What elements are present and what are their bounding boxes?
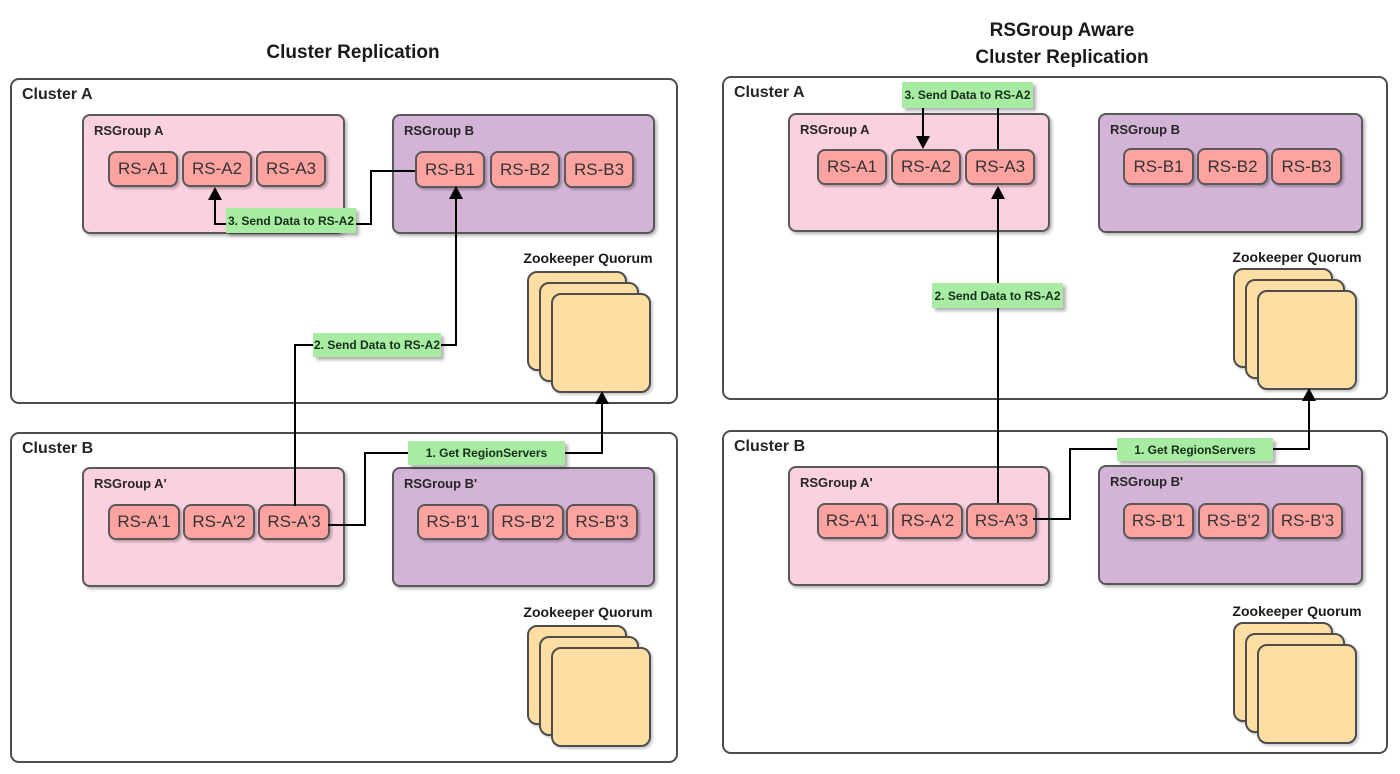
regionserver-box: RS-B1	[415, 151, 485, 188]
right-cluster-a-zookeeper-stack	[1233, 268, 1357, 390]
right-cluster-a-zookeeper-label: Zookeeper Quorum	[1232, 249, 1362, 265]
regionserver-box: RS-B2	[1197, 148, 1268, 185]
connector-line	[214, 223, 228, 225]
right-rsgroup-b-prime-label: RSGroup B'	[1110, 474, 1184, 489]
connector-line	[356, 223, 372, 225]
regionserver-box: RS-A3	[256, 151, 326, 187]
right-rsgroup-a-label: RSGroup A	[800, 122, 870, 137]
regionserver-box: RS-B2	[490, 151, 560, 188]
connector-line	[364, 452, 366, 526]
connector-line	[370, 170, 372, 225]
connector-line	[364, 452, 408, 454]
left-rsgroup-b-label: RSGroup B	[404, 123, 475, 138]
left-step2-label: 2. Send Data to RS-A2	[313, 333, 441, 357]
right-rsgroup-a-prime-label: RSGroup A'	[800, 475, 873, 490]
right-step2-label: 2. Send Data to RS-A2	[932, 283, 1063, 308]
connector-line	[1273, 448, 1310, 450]
left-rsgroup-a-prime-label: RSGroup A'	[94, 476, 167, 491]
regionserver-box: RS-B'3	[1272, 503, 1343, 539]
arrowhead-up-icon	[449, 186, 463, 199]
regionserver-box: RS-B'3	[566, 504, 638, 540]
right-step1-label: 1. Get RegionServers	[1117, 438, 1273, 461]
regionserver-box: RS-A1	[108, 151, 178, 187]
left-cluster-b-zookeeper-label: Zookeeper Quorum	[523, 604, 653, 620]
connector-line	[922, 108, 924, 138]
connector-line	[1033, 518, 1071, 520]
regionserver-box: RS-B1	[1123, 148, 1194, 185]
zookeeper-node-icon	[551, 293, 651, 393]
right-cluster-b-zookeeper-label: Zookeeper Quorum	[1232, 603, 1362, 619]
regionserver-box: RS-B3	[564, 151, 634, 188]
arrowhead-up-icon	[595, 391, 609, 404]
regionserver-box: RS-B'2	[492, 504, 564, 540]
right-cluster-a-label: Cluster A	[734, 84, 805, 101]
regionserver-box: RS-A'3	[258, 504, 330, 540]
regionserver-box: RS-B3	[1271, 148, 1342, 185]
right-rsgroup-b-label: RSGroup B	[1110, 122, 1181, 137]
connector-line	[328, 524, 366, 526]
regionserver-box: RS-B'1	[1123, 503, 1194, 539]
right-diagram-title-line2: Cluster Replication	[975, 47, 1149, 68]
regionserver-box: RS-A'3	[966, 503, 1037, 539]
left-cluster-b-label: Cluster B	[22, 440, 94, 457]
zookeeper-node-icon	[1257, 644, 1357, 744]
right-cluster-b-zookeeper-stack	[1233, 622, 1357, 744]
right-cluster-b-label: Cluster B	[734, 438, 806, 455]
regionserver-box: RS-A2	[891, 149, 961, 185]
left-rsgroup-b-prime-label: RSGroup B'	[404, 476, 478, 491]
left-cluster-a-label: Cluster A	[22, 86, 93, 103]
zookeeper-node-icon	[551, 647, 651, 747]
left-diagram-title: Cluster Replication	[266, 42, 440, 63]
connector-line	[565, 452, 603, 454]
connector-line	[1069, 448, 1071, 520]
connector-line	[294, 345, 296, 506]
regionserver-box: RS-A'2	[183, 504, 255, 540]
regionserver-box: RS-A1	[817, 149, 887, 185]
connector-line	[214, 194, 216, 225]
left-cluster-b-zookeeper-stack	[527, 625, 651, 747]
right-step3-label: 3. Send Data to RS-A2	[902, 82, 1033, 108]
left-rsgroup-a-label: RSGroup A	[94, 123, 164, 138]
left-cluster-a-zookeeper-label: Zookeeper Quorum	[523, 250, 653, 266]
connector-line	[1069, 448, 1117, 450]
regionserver-box: RS-A'2	[892, 503, 963, 539]
regionserver-box: RS-A'1	[817, 503, 888, 539]
zookeeper-node-icon	[1257, 290, 1357, 390]
regionserver-box: RS-B'1	[417, 504, 489, 540]
connector-line	[997, 193, 999, 503]
left-cluster-a-zookeeper-stack	[527, 271, 651, 393]
regionserver-box: RS-A2	[182, 151, 252, 187]
connector-line	[441, 344, 457, 346]
connector-line	[370, 170, 415, 172]
regionserver-box: RS-A'1	[108, 504, 180, 540]
regionserver-box: RS-B'2	[1198, 503, 1269, 539]
connector-line	[601, 398, 603, 454]
right-diagram-title-line1: RSGroup Aware	[989, 20, 1135, 41]
connector-line	[294, 344, 315, 346]
connector-line	[455, 193, 457, 346]
connector-line	[997, 108, 999, 149]
arrowhead-up-icon	[991, 186, 1005, 199]
left-step3-label: 3. Send Data to RS-A2	[226, 208, 356, 233]
regionserver-box: RS-A3	[965, 149, 1035, 185]
arrowhead-down-icon	[916, 136, 930, 149]
arrowhead-up-icon	[1302, 388, 1316, 401]
arrowhead-up-icon	[208, 187, 222, 200]
connector-line	[1308, 395, 1310, 450]
left-step1-label: 1. Get RegionServers	[408, 441, 565, 465]
